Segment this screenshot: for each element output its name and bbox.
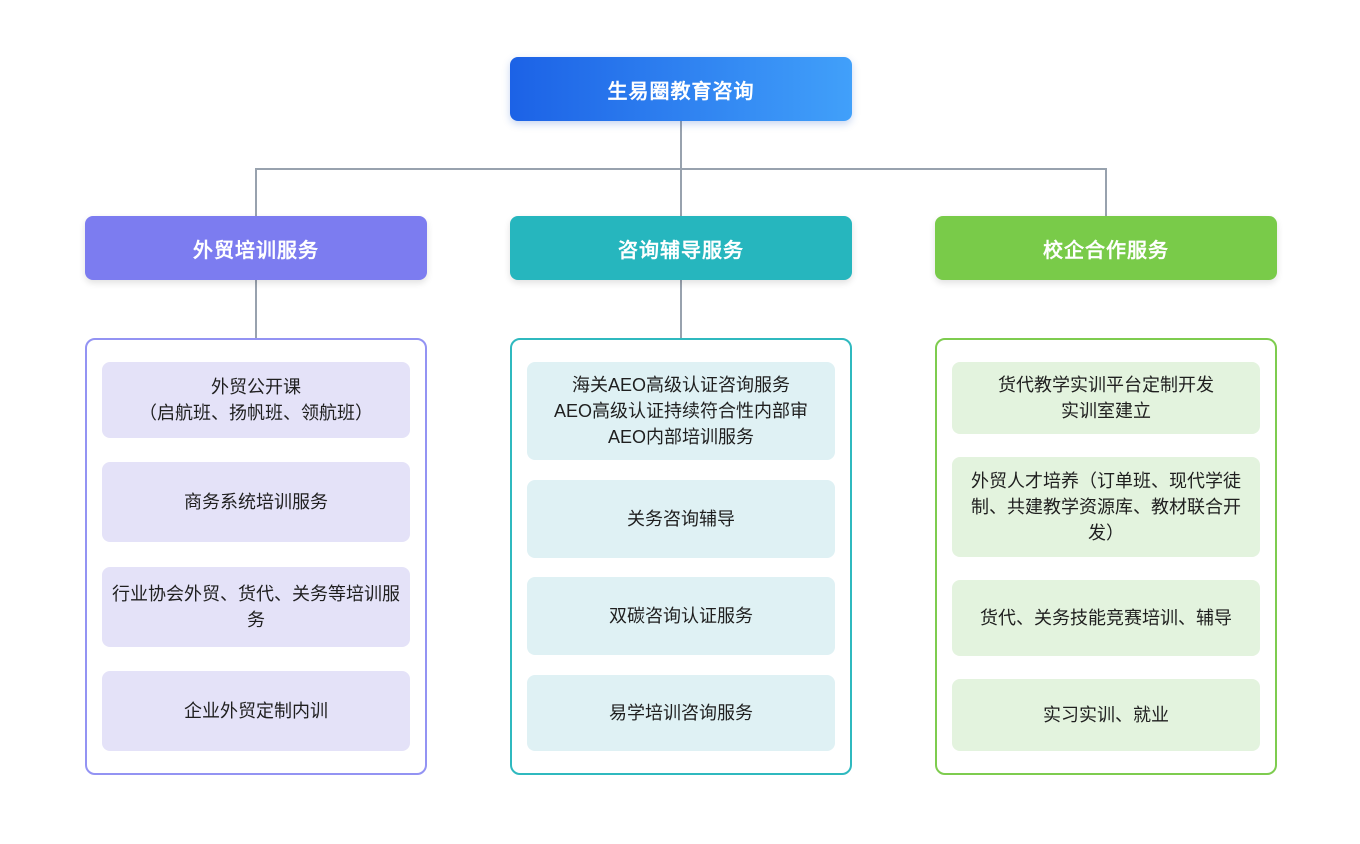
- tree-item: 企业外贸定制内训: [102, 670, 410, 751]
- tree-item: 货代、关务技能竞赛培训、辅导: [952, 580, 1260, 656]
- connector-drop-branch-3: [1105, 168, 1107, 216]
- tree-item: 双碳咨询认证服务: [527, 577, 835, 656]
- branch-header-label: 咨询辅导服务: [618, 239, 744, 262]
- connector-root-down: [680, 121, 682, 168]
- tree-item: 外贸人才培养（订单班、现代学徒制、共建教学资源库、教材联合开发）: [952, 457, 1260, 557]
- branch-container-school-enterprise: 货代教学实训平台定制开发 实训室建立 外贸人才培养（订单班、现代学徒制、共建教学…: [935, 338, 1277, 775]
- branch-header-label: 外贸培训服务: [193, 239, 319, 262]
- branch-container-consulting-coaching: 海关AEO高级认证咨询服务 AEO高级认证持续符合性内部审 AEO内部培训服务 …: [510, 338, 852, 775]
- branch-container-foreign-trade-training: 外贸公开课 （启航班、扬帆班、领航班） 商务系统培训服务 行业协会外贸、货代、关…: [85, 338, 427, 775]
- branch-header-consulting-coaching: 咨询辅导服务: [510, 216, 852, 280]
- branch-header-school-enterprise: 校企合作服务: [935, 216, 1277, 280]
- connector-container-1: [255, 280, 257, 338]
- tree-item: 实习实训、就业: [952, 679, 1260, 751]
- branch-header-label: 校企合作服务: [1043, 239, 1169, 262]
- tree-item: 外贸公开课 （启航班、扬帆班、领航班）: [102, 362, 410, 438]
- branch-header-foreign-trade-training: 外贸培训服务: [85, 216, 427, 280]
- tree-item: 易学培训咨询服务: [527, 674, 835, 751]
- connector-container-2: [680, 280, 682, 338]
- tree-item: 货代教学实训平台定制开发 实训室建立: [952, 362, 1260, 434]
- root-node-label: 生易圈教育咨询: [607, 80, 755, 103]
- tree-item: 行业协会外贸、货代、关务等培训服务: [102, 566, 410, 647]
- tree-item: 海关AEO高级认证咨询服务 AEO高级认证持续符合性内部审 AEO内部培训服务: [527, 362, 835, 460]
- connector-drop-branch-2: [680, 168, 682, 216]
- tree-item: 关务咨询辅导: [527, 479, 835, 558]
- tree-item: 商务系统培训服务: [102, 462, 410, 543]
- root-node: 生易圈教育咨询: [510, 57, 852, 121]
- connector-drop-branch-1: [255, 168, 257, 216]
